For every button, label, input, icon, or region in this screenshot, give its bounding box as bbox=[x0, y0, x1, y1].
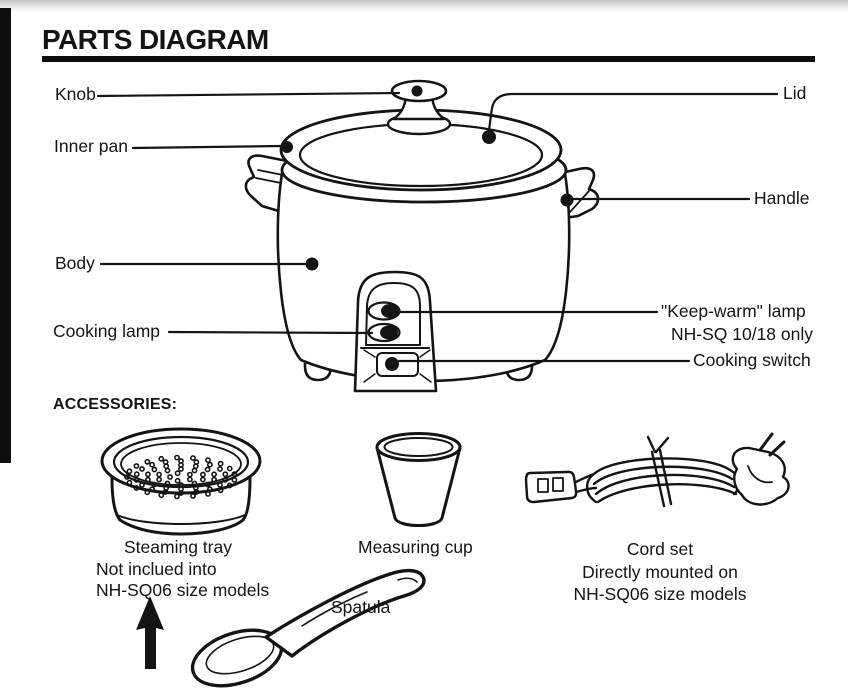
cooking-lamp-leader-line bbox=[167, 330, 374, 335]
cord-connector bbox=[524, 470, 578, 504]
spatula-bowl bbox=[190, 628, 284, 688]
measuring-cup-caption: Measuring cup bbox=[358, 537, 473, 557]
steaming-tray-note-1: Not inclued into bbox=[96, 559, 217, 579]
inner-pan-pointer-dot bbox=[281, 141, 293, 153]
lid-leader-line bbox=[487, 92, 779, 132]
cooking-switch-dot bbox=[385, 357, 399, 371]
page-left-margin-bar bbox=[0, 8, 11, 463]
body-label: Body bbox=[55, 253, 95, 273]
steaming-tray-note-2: NH-SQ06 size models bbox=[96, 580, 270, 600]
knob-label: Knob bbox=[55, 84, 96, 104]
keep-warm-lamp-dot bbox=[381, 304, 399, 318]
cord-set-note-2: NH-SQ06 size models bbox=[573, 584, 747, 604]
lid-label: Lid bbox=[783, 83, 807, 103]
spatula-handle bbox=[264, 568, 426, 658]
cord-tie bbox=[646, 435, 673, 508]
leader-lines bbox=[96, 85, 779, 363]
page-top-shadow bbox=[0, 0, 848, 13]
cooking-lamp-dot bbox=[380, 325, 398, 340]
cord-set-illustration bbox=[524, 432, 790, 508]
title-underline bbox=[42, 56, 815, 62]
cooking-lamp-label: Cooking lamp bbox=[53, 321, 160, 341]
steaming-tray-note-arrow bbox=[136, 596, 164, 669]
keep-warm-lamp-label: "Keep-warm" lamp bbox=[661, 301, 806, 321]
spatula-caption: Spatula bbox=[331, 597, 391, 617]
steaming-tray-illustration bbox=[100, 427, 262, 536]
spatula-illustration bbox=[190, 568, 426, 688]
cord-plug bbox=[731, 446, 790, 506]
inner-pan-leader-line bbox=[131, 144, 284, 150]
tray-basin-edge bbox=[120, 442, 242, 486]
handle-label: Handle bbox=[754, 188, 810, 208]
body-pointer-dot bbox=[305, 257, 319, 271]
tray-perforations bbox=[124, 454, 238, 500]
handle-pointer-dot bbox=[560, 193, 574, 207]
cord-coil bbox=[592, 457, 738, 504]
measuring-cup-illustration bbox=[375, 432, 462, 527]
cooking-switch-label: Cooking switch bbox=[693, 350, 811, 370]
knob-stem bbox=[392, 94, 446, 121]
rice-cooker-illustration bbox=[244, 79, 600, 393]
steaming-tray-caption: Steaming tray bbox=[124, 537, 232, 557]
cup-rim-inner bbox=[383, 437, 454, 457]
cord-set-caption: Cord set bbox=[626, 539, 694, 559]
cord-set-caption-block: Cord set Directly mounted on NH-SQ06 siz… bbox=[540, 538, 780, 606]
inner-pan-label: Inner pan bbox=[54, 136, 128, 156]
accessories-heading: ACCESSORIES: bbox=[53, 396, 178, 413]
page-title: PARTS DIAGRAM bbox=[42, 24, 269, 55]
lid-pointer-dot bbox=[482, 130, 496, 144]
knob-leader-line bbox=[96, 91, 401, 98]
cup-body bbox=[375, 446, 462, 527]
keep-warm-note-label: NH-SQ 10/18 only bbox=[671, 324, 814, 344]
control-panel-inner-arch bbox=[365, 282, 421, 346]
cord-set-note-1: Directly mounted on bbox=[582, 561, 738, 582]
knob-pointer-dot bbox=[411, 85, 423, 97]
